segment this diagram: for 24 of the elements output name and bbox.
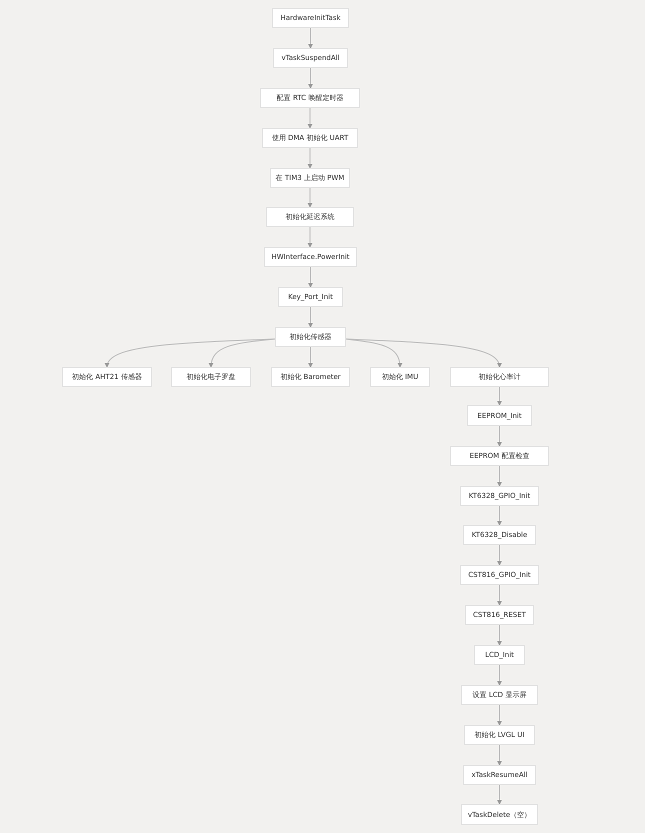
arrow <box>308 226 312 248</box>
arrow <box>346 338 501 368</box>
arrow <box>208 338 276 368</box>
arrow <box>346 338 402 368</box>
arrow <box>106 338 276 368</box>
arrow <box>497 386 502 406</box>
arrow <box>497 544 502 566</box>
arrow <box>497 744 502 766</box>
arrow <box>497 664 502 686</box>
arrow <box>308 306 313 328</box>
arrow <box>497 784 502 805</box>
arrow <box>497 704 502 726</box>
arrow <box>308 148 312 169</box>
arrow <box>308 346 313 368</box>
arrow <box>308 188 312 208</box>
arrow <box>497 624 502 646</box>
arrow <box>497 426 502 447</box>
arrow <box>308 68 313 89</box>
arrow <box>497 584 502 606</box>
arrow <box>308 28 313 49</box>
arrow <box>497 466 502 487</box>
arrow <box>308 266 313 288</box>
arrow <box>308 108 312 129</box>
arrow <box>497 506 502 526</box>
